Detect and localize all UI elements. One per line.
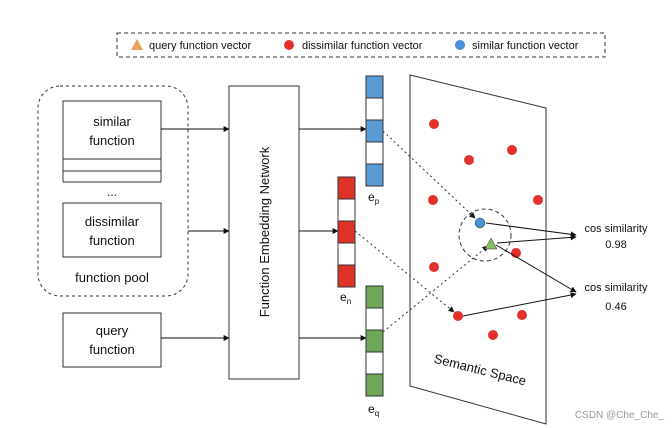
function-embedding-network-label: Function Embedding Network [257, 146, 272, 317]
function-pool-label: function pool [75, 270, 149, 285]
vector-en: en [337, 176, 356, 306]
legend-similar-label: similar function vector [472, 40, 579, 52]
vector-eq-sub: q [375, 409, 379, 418]
vector-eq: eq [365, 285, 384, 418]
vector-cell [365, 97, 384, 121]
vector-eq-base: e [368, 402, 375, 416]
vector-cell [337, 176, 356, 200]
legend-box [116, 32, 606, 58]
vector-ep-sub: p [375, 197, 380, 206]
legend: query function vector dissimilar functio… [116, 32, 606, 58]
dissimilar-point [429, 262, 439, 272]
cos-similarity-bottom-label: cos similarity [585, 282, 648, 294]
dissimilar-points [428, 119, 543, 340]
function-pool-border [37, 85, 189, 297]
vector-cell [365, 75, 384, 99]
vector-cell [365, 119, 384, 143]
similar-point [474, 217, 486, 229]
query-triangle-icon [131, 39, 143, 50]
query-function-box [62, 312, 162, 368]
vector-cell [337, 220, 356, 244]
vector-cell [337, 242, 356, 266]
dissimilar-point [488, 330, 498, 340]
vector-cell [365, 351, 384, 375]
vector-ep-label: ep [368, 190, 380, 206]
cos-similarity-bottom-value: 0.46 [605, 301, 626, 313]
dissimilar-function-box [62, 202, 162, 258]
vector-cell [365, 141, 384, 165]
cos-arrow-query-top [496, 234, 577, 244]
query-function-line1: query [96, 323, 129, 338]
semantic-space-plane [409, 74, 547, 425]
dissimilar-dot-icon [284, 40, 294, 50]
vector-cell [337, 198, 356, 222]
query-point [484, 237, 498, 250]
vector-cell [365, 373, 384, 397]
legend-query-label: query function vector [149, 40, 251, 52]
cos-similarity-top-value: 0.98 [605, 239, 626, 251]
vector-eq-label: eq [368, 402, 379, 418]
vector-en-base: e [340, 290, 347, 304]
function-embedding-network-box [228, 85, 300, 380]
vector-ep-base: e [368, 190, 375, 204]
dissimilar-point [428, 195, 438, 205]
dissimilar-point [453, 311, 463, 321]
vector-cell [337, 264, 356, 288]
cos-arrow-dissimilar [462, 292, 577, 317]
function-pool: similar function ... dissimilar function… [37, 85, 189, 297]
projection-en [354, 230, 455, 313]
projection-ep [382, 130, 476, 219]
similar-function-box [62, 100, 162, 160]
similar-dot-icon [455, 40, 465, 50]
dissimilar-point [507, 145, 517, 155]
vector-cell [365, 329, 384, 353]
cos-arrow-similar [485, 222, 577, 238]
cos-similarity-top-label: cos similarity [585, 223, 648, 235]
vector-en-label: en [340, 290, 351, 306]
similarity-neighborhood [458, 208, 512, 262]
dissimilar-point [517, 310, 527, 320]
dissimilar-function-line2: function [89, 233, 135, 248]
similar-function-line1: similar [93, 114, 131, 129]
dissimilar-point [429, 119, 439, 129]
dissimilar-point [464, 155, 474, 165]
legend-dissimilar-label: dissimilar function vector [302, 40, 423, 52]
vector-cell [365, 307, 384, 331]
pool-ellipsis: ... [107, 185, 117, 199]
vector-cell [365, 285, 384, 309]
dissimilar-function-line1: dissimilar [85, 214, 140, 229]
cos-arrow-query-bottom [495, 244, 577, 293]
vector-cell [365, 163, 384, 187]
vector-en-sub: n [347, 297, 351, 306]
vector-ep: ep [365, 75, 384, 206]
query-function-line2: function [89, 342, 135, 357]
watermark: CSDN @Che_Che_ [575, 410, 665, 421]
dissimilar-point [533, 195, 543, 205]
similar-function-line2: function [89, 133, 135, 148]
